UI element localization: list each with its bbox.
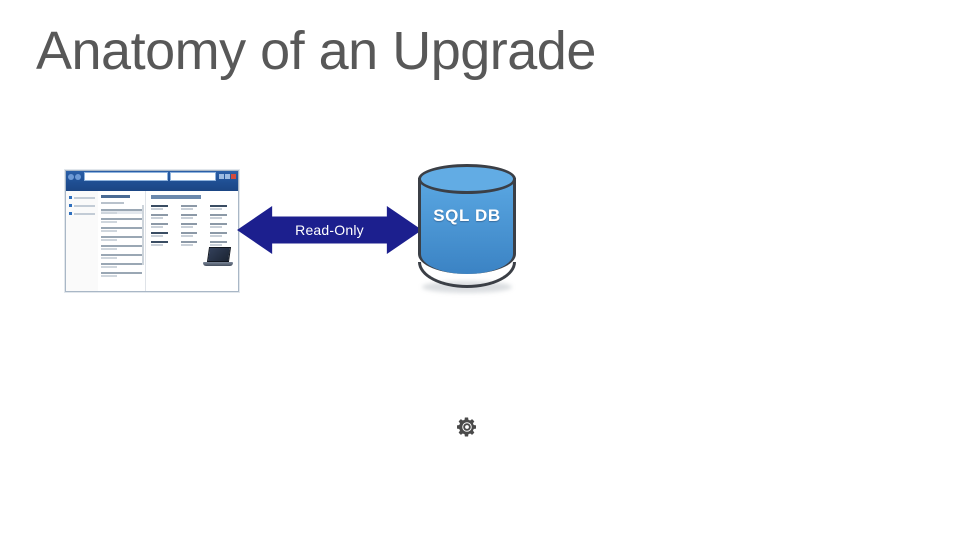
list-item	[101, 227, 142, 232]
browser-forward-icon	[75, 173, 81, 180]
list-item	[101, 236, 142, 241]
detail-field	[180, 241, 205, 246]
detail-column	[180, 205, 205, 250]
list-item	[101, 263, 142, 268]
list-item	[101, 209, 142, 214]
minimize-icon	[219, 174, 224, 179]
browser-title-bar	[66, 171, 238, 182]
sidebar-item-label	[74, 196, 95, 199]
maximize-icon	[225, 174, 230, 179]
gear-icon	[455, 415, 479, 439]
detail-field	[180, 223, 205, 228]
sidebar-item	[69, 212, 95, 215]
browser-back-icon	[68, 173, 74, 180]
detail-field	[180, 205, 205, 210]
list-item	[101, 245, 142, 250]
sidebar-item-label	[74, 204, 95, 207]
browser-tab-bar	[66, 182, 238, 191]
detail-field	[151, 223, 175, 228]
page-title: Anatomy of an Upgrade	[36, 21, 596, 81]
detail-field	[151, 232, 175, 237]
list-heading	[101, 195, 130, 198]
sidebar-item-label	[74, 212, 95, 215]
browser-window-thumbnail	[65, 170, 239, 292]
browser-address-bar	[84, 172, 168, 181]
detail-field	[180, 232, 205, 237]
browser-window-controls	[219, 174, 236, 179]
sidebar-item	[69, 196, 95, 199]
list-item	[101, 218, 142, 223]
detail-column	[151, 205, 175, 250]
detail-field	[210, 241, 234, 246]
detail-title	[151, 195, 201, 199]
list-subheading	[101, 202, 124, 204]
detail-field	[210, 223, 234, 228]
page-detail-pane	[146, 191, 238, 291]
sidebar-item	[69, 204, 95, 207]
list-item	[101, 272, 142, 277]
list-scrollbar	[142, 205, 144, 265]
detail-field	[210, 205, 234, 210]
sql-db-label: SQL DB	[433, 206, 501, 225]
sidebar-bullet-icon	[69, 212, 72, 215]
browser-page-content	[66, 191, 238, 291]
detail-field	[151, 205, 175, 210]
close-icon	[231, 174, 236, 179]
sql-database-cylinder: SQL DB	[418, 164, 516, 293]
double-arrow-icon	[237, 206, 422, 254]
list-item	[101, 254, 142, 259]
read-only-connector-arrow: Read-Only	[237, 205, 422, 255]
laptop-product-image	[203, 247, 233, 267]
detail-column	[210, 205, 234, 250]
page-result-list	[98, 191, 146, 291]
page-sidebar	[66, 191, 98, 291]
cylinder-body	[418, 178, 516, 274]
detail-field	[210, 214, 234, 219]
detail-field	[151, 241, 175, 246]
detail-field	[180, 214, 205, 219]
detail-field	[210, 232, 234, 237]
detail-field	[151, 214, 175, 219]
cylinder-top-ellipse	[418, 164, 516, 194]
browser-search-box	[170, 172, 216, 181]
sidebar-bullet-icon	[69, 204, 72, 207]
sidebar-bullet-icon	[69, 196, 72, 199]
